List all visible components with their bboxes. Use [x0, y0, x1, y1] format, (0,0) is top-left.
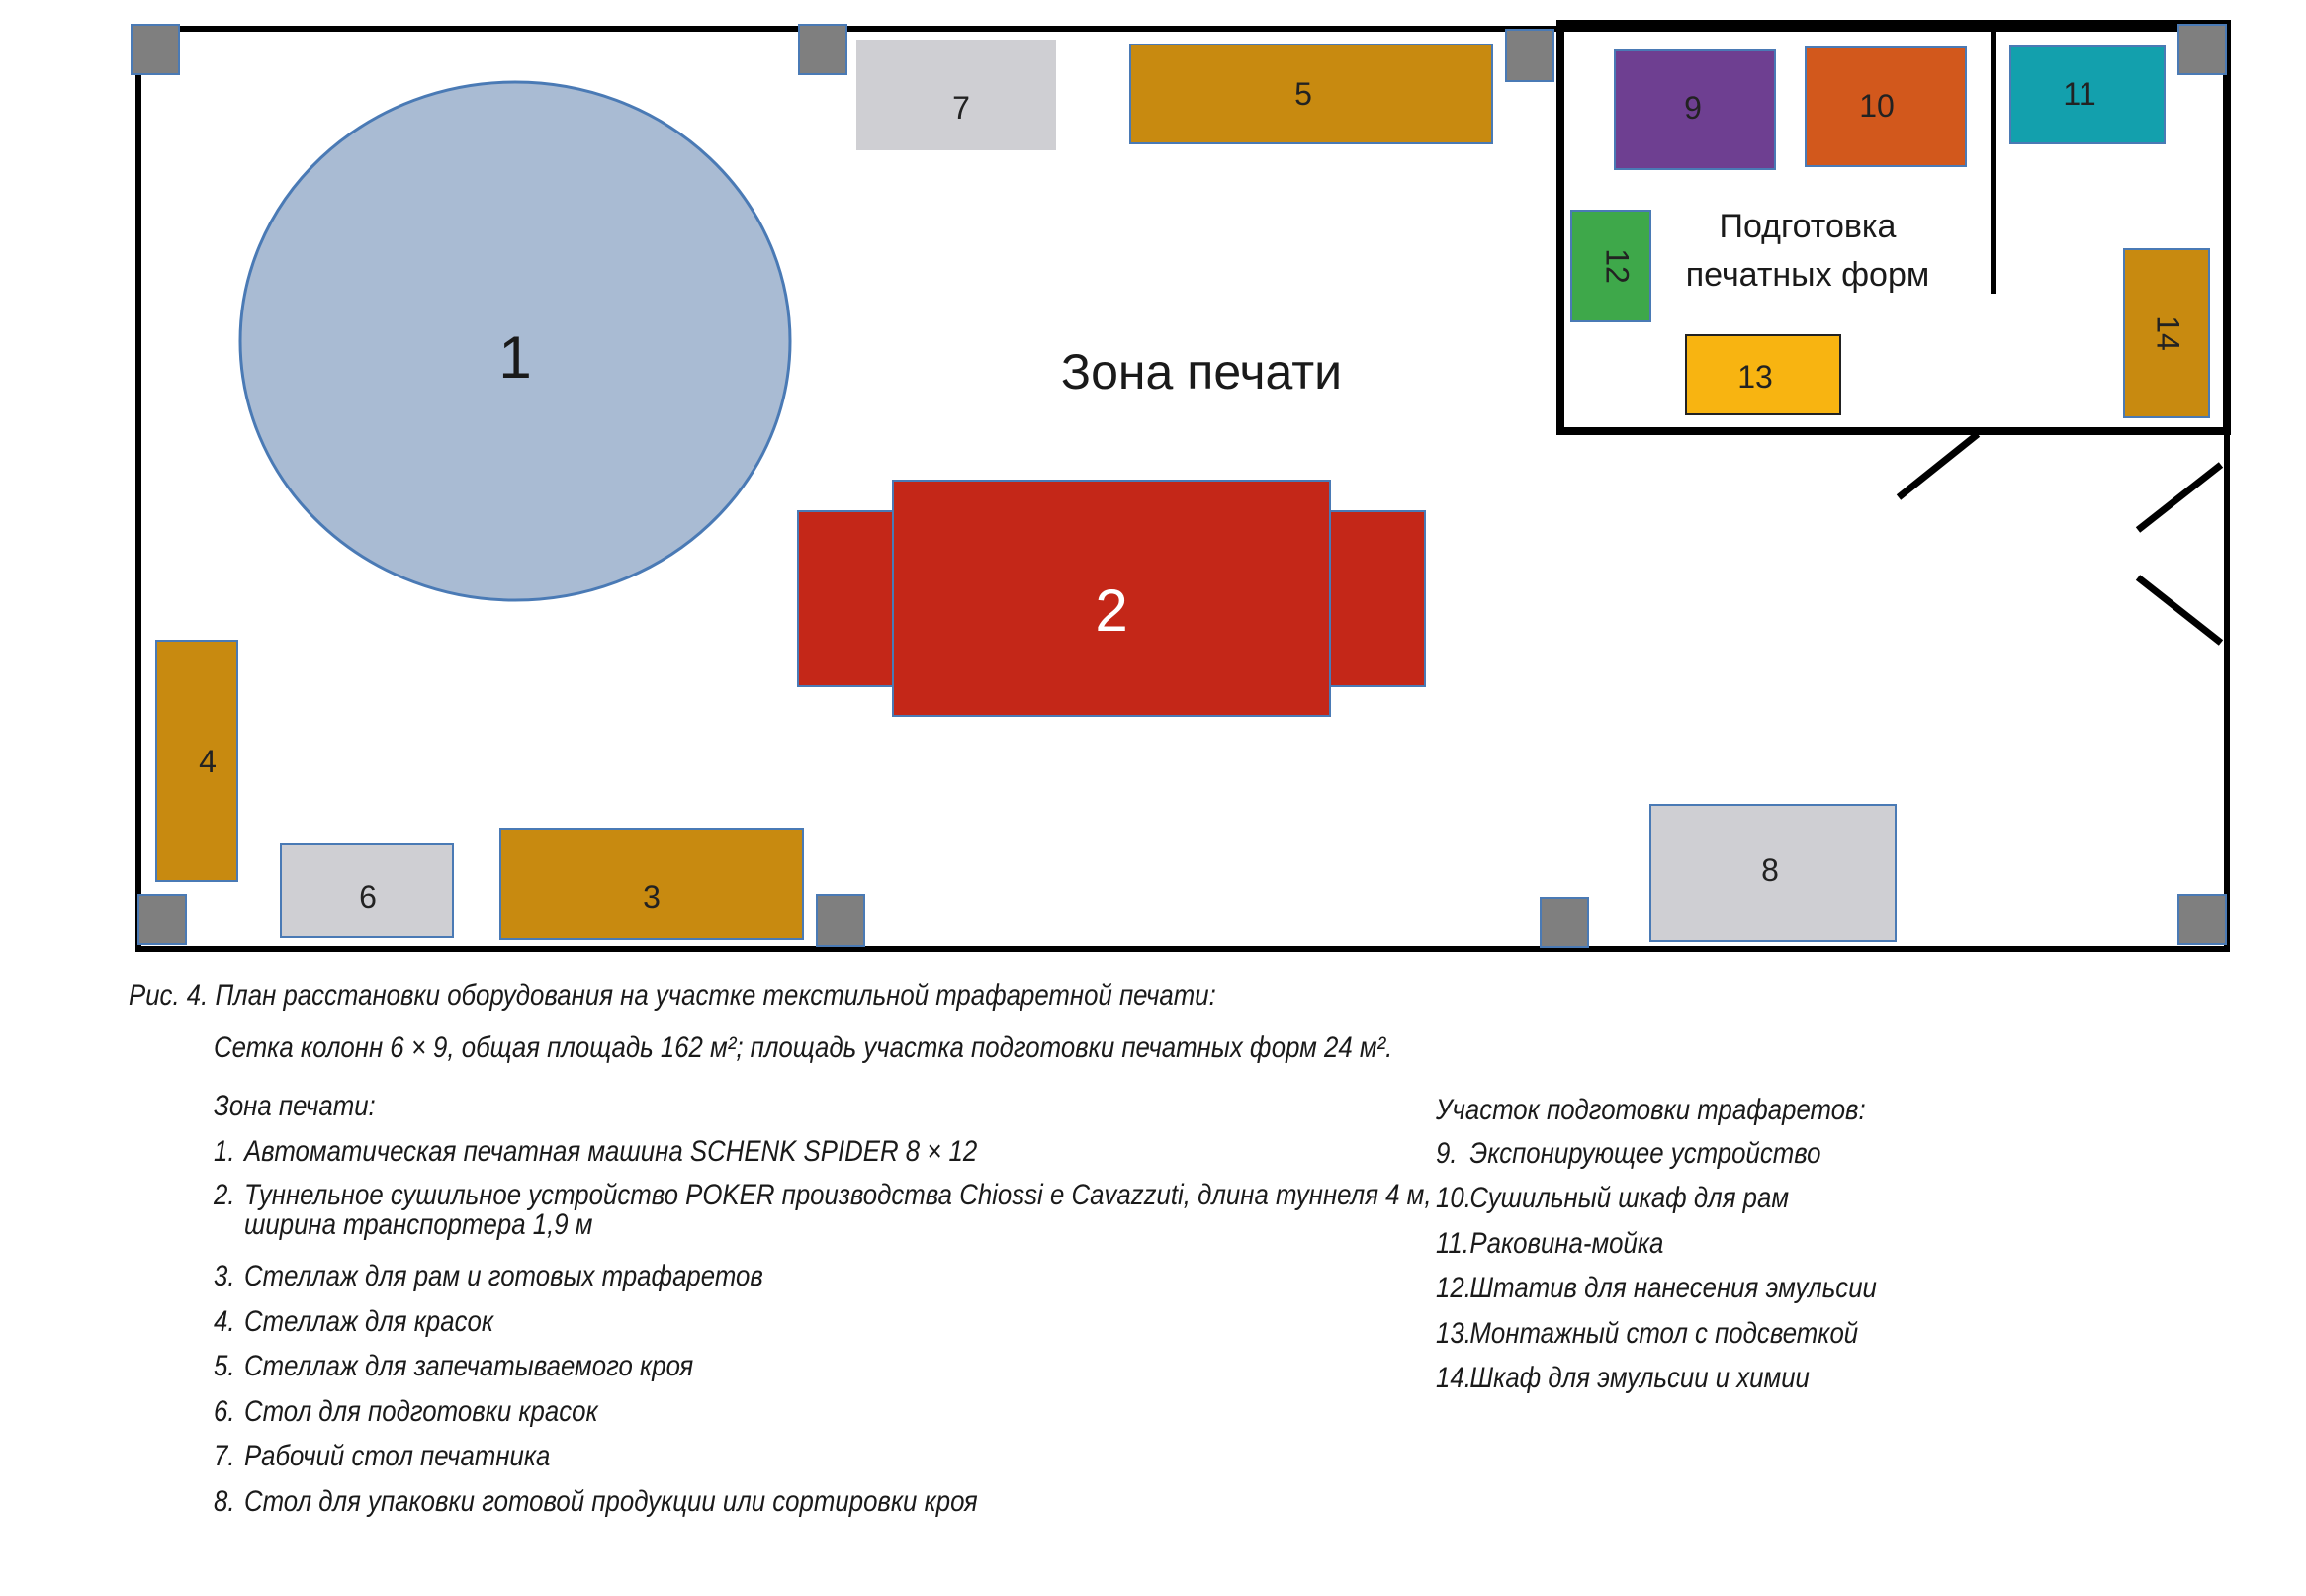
equipment-label: 1 [498, 324, 531, 391]
legend-text: Стол для подготовки красок [243, 1395, 598, 1428]
print-zone-heading: Зона печати: [214, 1090, 376, 1122]
legend-text: Экспонирующее устройство [1469, 1137, 1821, 1170]
equipment-label: 2 [1095, 577, 1127, 644]
legend-item: 1.Автоматическая печатная машина SCHENK … [214, 1137, 977, 1167]
column [137, 894, 187, 945]
columns [131, 24, 2227, 948]
print-zone-label: Зона печати [1061, 344, 1342, 399]
door-swing-right-lower [2135, 575, 2224, 646]
legend-text: Автоматическая печатная машина SCHENK SP… [243, 1135, 978, 1168]
legend-item: 5.Стеллаж для запечатываемого кроя [214, 1352, 693, 1381]
column [816, 894, 865, 947]
legend-number: 3. [214, 1260, 235, 1292]
equipment-2-tunnel-dryer: 2 [797, 480, 1426, 717]
equipment-13-light-table: 13 [1685, 334, 1841, 415]
legend-text: Монтажный стол с подсветкой [1469, 1317, 1859, 1350]
legend-text: Шкаф для эмульсии и химии [1469, 1362, 1810, 1394]
legend-item: 2.Туннельное сушильное устройство POKER … [214, 1181, 1432, 1240]
prep-zone-label-line2: печатных форм [1686, 256, 1929, 294]
equipment-12-emulsion-stand: 12 [1570, 210, 1651, 322]
column [131, 24, 180, 75]
legend-text: Штатив для нанесения эмульсии [1469, 1272, 1877, 1304]
equipment-3-frame-rack: 3 [499, 828, 804, 940]
legend-number: 5. [214, 1350, 235, 1382]
prep-room-wall [1556, 20, 2231, 435]
column [1505, 29, 1554, 82]
equipment-7-work-table: 7 [856, 40, 1056, 150]
legend-text: Рабочий стол печатника [243, 1440, 551, 1472]
legend-item: 11.Раковина-мойка [1436, 1229, 1663, 1259]
equipment-label: 13 [1737, 359, 1773, 395]
legend-number: 2. [214, 1179, 235, 1211]
legend-item: 4.Стеллаж для красок [214, 1307, 493, 1337]
equipment-label: 11 [2063, 76, 2095, 112]
legend-item: 14.Шкаф для эмульсии и химии [1436, 1364, 1810, 1393]
equipment-14-chemical-cabinet: 14 [2123, 248, 2210, 418]
equipment-5-cut-rack: 5 [1129, 44, 1493, 144]
legend-number: 13. [1436, 1317, 1471, 1350]
legend-item: 9. Экспонирующее устройство [1436, 1139, 1820, 1169]
column [798, 24, 847, 75]
equipment-label: 4 [199, 744, 217, 779]
floor-plan: 1 2 3 4 5 6 7 8 9 1 [131, 20, 2231, 952]
equipment-label: 9 [1684, 90, 1702, 126]
legend-item: 6.Стол для подготовки красок [214, 1397, 598, 1427]
legend-text: Раковина-мойка [1469, 1227, 1664, 1260]
legend-number: 14. [1436, 1362, 1471, 1394]
equipment-10-drying-cabinet: 10 [1805, 46, 1967, 167]
legend-number: 8. [214, 1485, 235, 1518]
legend-number: 6. [214, 1395, 235, 1428]
legend-text: Стеллаж для красок [243, 1305, 494, 1338]
legend-text: Стол для упаковки готовой продукции или … [243, 1485, 978, 1518]
prep-zone-heading: Участок подготовки трафаретов: [1436, 1094, 1866, 1126]
outer-wall [135, 26, 2230, 952]
column [2177, 894, 2227, 945]
equipment-label: 10 [1859, 88, 1895, 124]
legend-item: 7.Рабочий стол печатника [214, 1442, 550, 1471]
legend-number: 1. [214, 1135, 235, 1168]
legend-number: 11. [1436, 1227, 1469, 1260]
legend-text: Стеллаж для запечатываемого кроя [243, 1350, 694, 1382]
equipment-1-printing-machine: 1 [238, 80, 792, 602]
column [2177, 24, 2227, 75]
column [1540, 897, 1589, 948]
equipment-9-exposure-unit: 9 [1614, 49, 1776, 170]
equipment-label: 3 [643, 879, 661, 915]
legend-number: 12. [1436, 1272, 1471, 1304]
equipment-label: 8 [1761, 852, 1779, 888]
equipment-label: 6 [359, 879, 377, 915]
legend-text-continued: ширина транспортера 1,9 м [243, 1208, 593, 1241]
legend-text: Стеллаж для рам и готовых трафаретов [243, 1260, 763, 1292]
legend-text: Сушильный шкаф для рам [1469, 1182, 1790, 1214]
legend-text: Туннельное сушильное устройство POKER пр… [243, 1179, 1432, 1211]
prep-zone-label-line1: Подготовка [1720, 208, 1897, 245]
legend-number: 10. [1436, 1182, 1471, 1214]
equipment-label: 5 [1294, 76, 1312, 112]
legend-number: 4. [214, 1305, 235, 1338]
equipment-label: 14 [2151, 315, 2186, 351]
equipment-4-paint-rack: 4 [155, 640, 238, 882]
legend-item: 10.Сушильный шкаф для рам [1436, 1184, 1789, 1213]
legend-item: 13.Монтажный стол с подсветкой [1436, 1319, 1858, 1349]
caption-subtitle: Сетка колонн 6 × 9, общая площадь 162 м²… [214, 1031, 1393, 1064]
equipment-6-paint-table: 6 [280, 843, 454, 938]
legend-item: 8.Стол для упаковки готовой продукции ил… [214, 1487, 978, 1517]
legend-item: 12.Штатив для нанесения эмульсии [1436, 1274, 1877, 1303]
door-swing-left [1896, 431, 1981, 500]
equipment-label: 12 [1600, 248, 1636, 284]
equipment-11-sink: 11 [2009, 45, 2166, 144]
legend-number: 7. [214, 1440, 235, 1472]
legend-number: 9. [1436, 1137, 1458, 1170]
door-swing-right-upper [2135, 462, 2224, 533]
equipment-label: 7 [952, 90, 970, 126]
equipment-8-packing-table: 8 [1649, 804, 1897, 942]
legend-item: 3.Стеллаж для рам и готовых трафаретов [214, 1262, 763, 1291]
